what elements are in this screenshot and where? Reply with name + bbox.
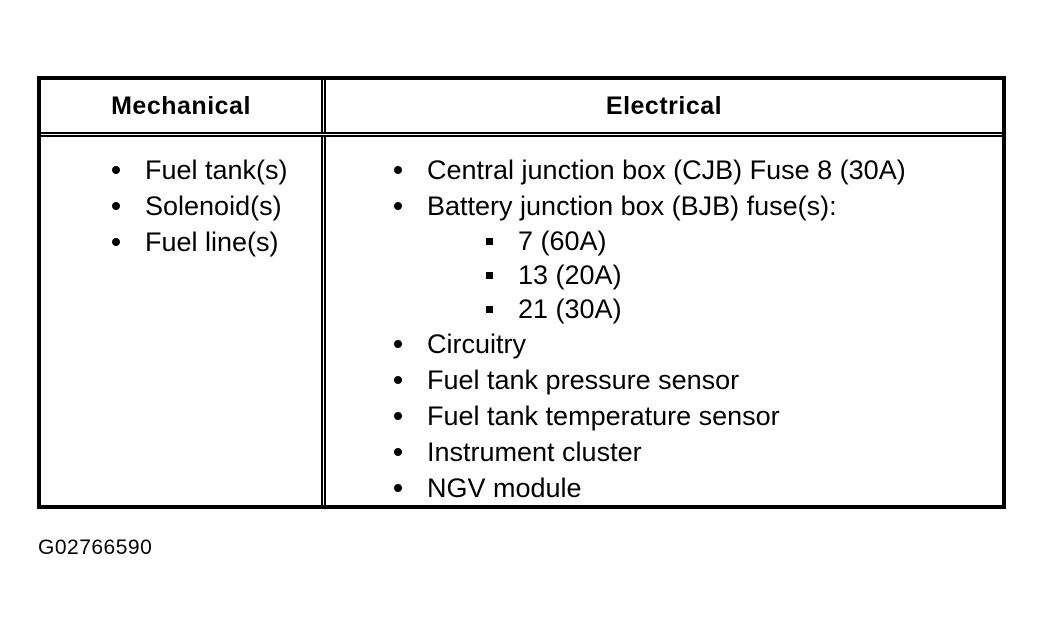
- diagnosis-table: Mechanical Electrical Fuel tank(s) Solen…: [37, 76, 1006, 509]
- list-item: Fuel tank temperature sensor: [326, 398, 1002, 434]
- square-bullet-icon: [486, 305, 493, 313]
- sub-list-item: 7 (60A): [326, 224, 1002, 258]
- bullet-icon: [394, 412, 402, 420]
- mechanical-column: Fuel tank(s) Solenoid(s) Fuel line(s): [41, 137, 321, 260]
- header-mechanical: Mechanical: [111, 91, 251, 120]
- bullet-icon: [394, 484, 402, 492]
- column-divider: [321, 80, 326, 505]
- bullet-icon: [112, 238, 120, 246]
- sub-list-item: 13 (20A): [326, 258, 1002, 292]
- list-item: Fuel tank pressure sensor: [326, 362, 1002, 398]
- bullet-icon: [394, 202, 402, 210]
- bullet-icon: [394, 376, 402, 384]
- bullet-icon: [394, 448, 402, 456]
- list-item: Circuitry: [326, 326, 1002, 362]
- bullet-icon: [112, 202, 120, 210]
- figure-id: G02766590: [38, 536, 153, 559]
- bullet-icon: [394, 166, 402, 174]
- list-item: NGV module: [326, 470, 1002, 506]
- square-bullet-icon: [486, 271, 493, 279]
- list-item: Fuel tank(s): [41, 152, 321, 188]
- bullet-icon: [112, 166, 120, 174]
- list-item: Instrument cluster: [326, 434, 1002, 470]
- bullet-icon: [394, 340, 402, 348]
- list-item: Fuel line(s): [41, 224, 321, 260]
- list-item: Solenoid(s): [41, 188, 321, 224]
- square-bullet-icon: [486, 237, 493, 245]
- list-item: Central junction box (CJB) Fuse 8 (30A): [326, 152, 1002, 188]
- header-divider: [41, 132, 1002, 137]
- header-electrical: Electrical: [605, 91, 723, 120]
- list-item: Battery junction box (BJB) fuse(s):: [326, 188, 1002, 224]
- sub-list-item: 21 (30A): [326, 292, 1002, 326]
- electrical-column: Central junction box (CJB) Fuse 8 (30A) …: [326, 137, 1002, 506]
